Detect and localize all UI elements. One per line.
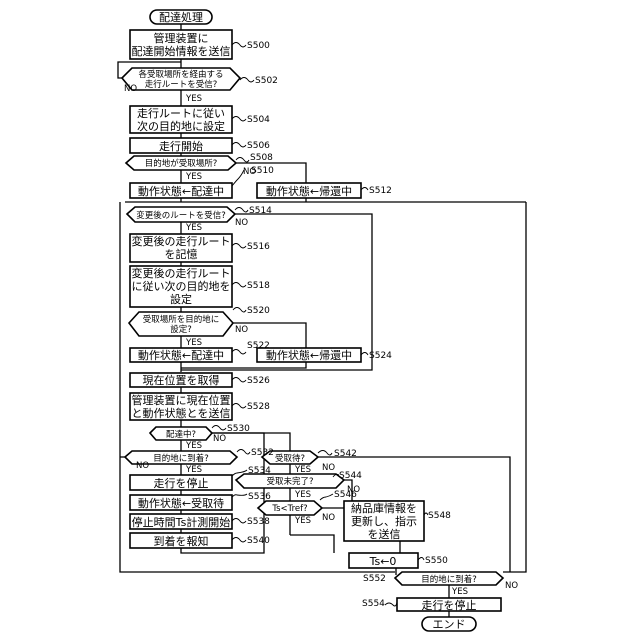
end-terminal-label: エンド: [433, 618, 466, 631]
step-s554-text: 走行を停止: [422, 598, 477, 612]
s552-yes-label: YES: [451, 587, 468, 597]
step-number-s502: S502: [255, 76, 278, 86]
step-number-s500: S500: [247, 41, 270, 51]
step-s548-text-1: 納品庫情報を: [351, 501, 417, 515]
step-number-s524: S524: [369, 351, 392, 361]
step-number-s550: S550: [425, 556, 448, 566]
step-s550-text: Ts←0: [369, 555, 397, 568]
s546-no-label: NO: [322, 513, 335, 523]
step-number-s516: S516: [247, 242, 270, 252]
s546-yes-label: YES: [294, 516, 311, 526]
s502-no-label: NO: [124, 84, 137, 94]
decision-s502-text-2: 走行ルートを受信?: [145, 79, 218, 90]
s520-yes-label: YES: [185, 338, 202, 348]
step-s548-text-2: 更新し、指示: [351, 514, 417, 528]
step-s518-text-2: に従い次の目的地を: [132, 279, 231, 293]
step-number-s544: S544: [339, 471, 362, 481]
s520-no-label: NO: [235, 325, 248, 335]
step-s500-text-2: 配達開始情報を送信: [132, 44, 231, 58]
s530-no-label: NO: [213, 434, 226, 444]
step-number-s534: S534: [248, 466, 271, 476]
step-s528-text-1: 管理装置に現在位置: [132, 393, 231, 407]
step-number-s522: S522: [247, 341, 270, 351]
step-number-s506: S506: [247, 141, 270, 151]
step-number-s520: S520: [247, 306, 270, 316]
s542-yes-label: YES: [294, 465, 311, 475]
step-number-s542: S542: [334, 449, 357, 459]
step-number-s508: S508: [250, 153, 273, 163]
step-s518-text-1: 変更後の走行ルート: [132, 266, 231, 280]
step-number-s536: S536: [248, 492, 271, 502]
decision-s542-text: 受取待?: [275, 453, 305, 464]
decision-s546-text: Ts<Tref?: [271, 504, 307, 514]
s532-no-label: NO: [136, 461, 149, 471]
step-s512-text: 動作状態←帰還中: [266, 184, 352, 198]
step-number-s532: S532: [251, 448, 274, 458]
s532-yes-label: YES: [185, 465, 202, 475]
s514-no-label: NO: [235, 218, 248, 228]
step-s506-text: 走行開始: [159, 139, 203, 153]
decision-s508-text: 目的地が受取場所?: [145, 158, 218, 169]
step-s518-text-3: 設定: [170, 292, 192, 306]
step-s540-text: 到着を報知: [154, 534, 209, 548]
decision-s552-text: 目的地に到着?: [421, 574, 477, 585]
s502-yes-label: YES: [185, 94, 202, 104]
step-s516-text-2: を記憶: [165, 247, 198, 261]
step-number-s528: S528: [247, 402, 270, 412]
decision-s520-text-1: 受取場所を目的地に: [143, 314, 220, 325]
decision-s514-text: 変更後のルートを受信?: [136, 210, 226, 221]
step-s534-text: 走行を停止: [154, 476, 209, 490]
step-number-s538: S538: [247, 517, 270, 527]
step-s504-text-1: 走行ルートに従い: [137, 107, 225, 120]
decision-s520-text-2: 設定?: [170, 324, 192, 335]
decision-s532-text: 目的地に到着?: [153, 453, 209, 464]
step-number-s552: S552: [363, 574, 386, 584]
s530-yes-label: YES: [185, 441, 202, 451]
step-number-s554: S554: [362, 599, 385, 609]
step-s526-text: 現在位置を取得: [143, 373, 220, 387]
decision-s544-text: 受取未完了?: [266, 476, 313, 487]
step-number-s530: S530: [227, 424, 250, 434]
step-s510-text: 動作状態←配達中: [138, 184, 224, 198]
step-s528-text-2: と動作状態とを送信: [132, 406, 231, 420]
step-s500-text-1: 管理装置に: [154, 31, 209, 45]
step-number-s512: S512: [369, 186, 392, 196]
step-number-s514: S514: [249, 206, 272, 216]
step-s536-text: 動作状態←受取待: [138, 496, 224, 510]
step-s504-text-2: 次の目的地に設定: [137, 119, 225, 133]
step-s538-text: 停止時間Ts計測開始: [132, 515, 231, 529]
step-number-s546: S546: [334, 490, 357, 500]
step-number-s504: S504: [247, 115, 270, 125]
s552-no-label: NO: [505, 581, 518, 591]
s544-yes-label: YES: [294, 490, 311, 500]
step-number-s540: S540: [247, 536, 270, 546]
decision-s530-text: 配達中?: [166, 429, 196, 440]
s514-yes-label: YES: [185, 223, 202, 233]
step-s548-text-3: を送信: [368, 527, 401, 541]
step-number-s548: S548: [428, 511, 451, 521]
step-number-s510: S510: [251, 166, 274, 176]
step-number-s518: S518: [247, 281, 270, 291]
step-number-s526: S526: [247, 376, 270, 386]
step-s522-text: 動作状態←配達中: [138, 348, 224, 362]
step-s524-text: 動作状態←帰還中: [266, 348, 352, 362]
start-terminal-label: 配達処理: [159, 11, 203, 24]
step-s516-text-1: 変更後の走行ルート: [132, 234, 231, 248]
s542-no-label: NO: [322, 463, 335, 473]
s508-yes-label: YES: [185, 172, 202, 182]
decision-s502-text-1: 各受取場所を経由する: [138, 69, 223, 80]
